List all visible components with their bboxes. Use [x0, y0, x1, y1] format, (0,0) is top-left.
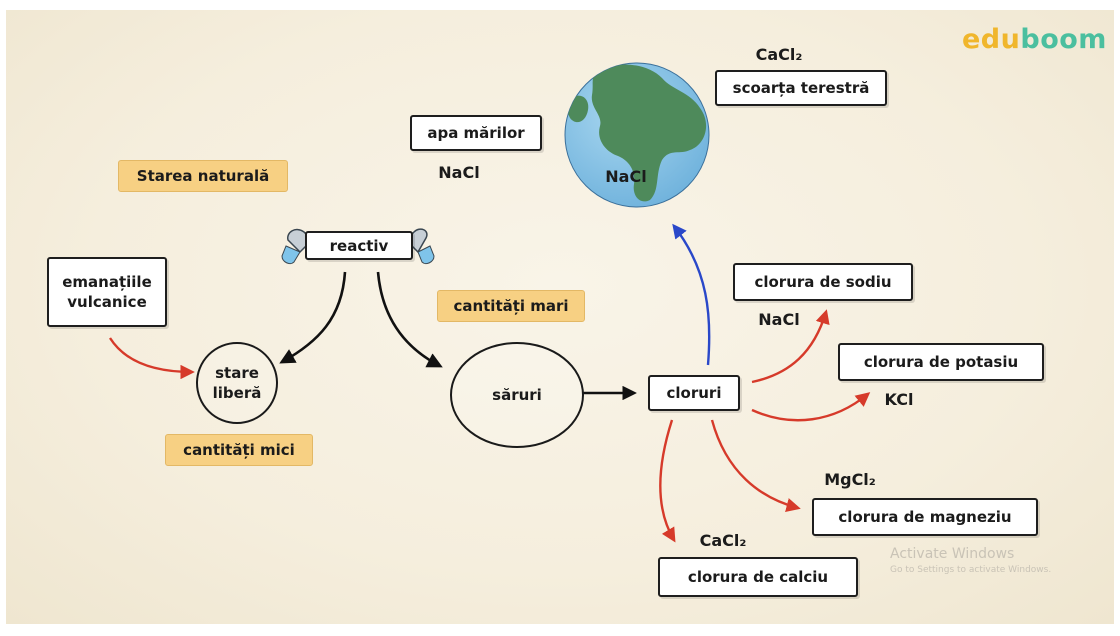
test-tube-icon — [281, 228, 435, 265]
arrow-reactiv-to-stare — [279, 271, 347, 364]
logo-part-boom: boom — [1020, 24, 1107, 55]
formula-cacl2-calcium: CaCl₂ — [699, 530, 747, 550]
box-reactiv: reactiv — [305, 231, 413, 260]
circle-saruri: săruri — [450, 342, 584, 448]
box-cloruri: cloruri — [648, 375, 740, 411]
saruri-label: săruri — [492, 385, 542, 404]
arrow-cloruri-to-calciu — [659, 419, 676, 543]
arrow-cloruri-to-sodiu — [751, 309, 830, 384]
box-clorura-de-sodiu: clorura de sodiu — [733, 263, 913, 301]
watermark-line2: Go to Settings to activate Windows. — [890, 565, 1052, 575]
box-scoarta-terestra: scoarța terestră — [715, 70, 887, 106]
eduboom-logo: eduboom — [962, 24, 1107, 55]
title-tag-starea-naturala: Starea naturală — [118, 160, 288, 192]
box-emanatii-vulcanice: emanațiile vulcanice — [47, 257, 167, 327]
arrow-cloruri-to-globe — [672, 223, 711, 366]
formula-cacl2-crust: CaCl₂ — [755, 44, 803, 64]
logo-part-edu: edu — [962, 24, 1021, 55]
stare-libera-label: stare liberă — [212, 363, 262, 402]
formula-kcl: KCl — [884, 389, 914, 409]
formula-mgcl2: MgCl₂ — [824, 469, 876, 489]
tag-cantitati-mari: cantități mari — [437, 290, 585, 322]
formula-nacl-sea: NaCl — [438, 162, 480, 182]
activate-windows-watermark: Activate Windows Go to Settings to activ… — [890, 546, 1051, 575]
watermark-line1: Activate Windows — [890, 546, 1015, 562]
box-apa-marilor: apa mărilor — [410, 115, 542, 151]
box-clorura-de-potasiu: clorura de potasiu — [838, 343, 1044, 381]
formula-nacl-globe: NaCl — [605, 166, 647, 186]
tag-cantitati-mici: cantități mici — [165, 434, 313, 466]
circle-stare-libera: stare liberă — [196, 342, 278, 424]
earth-globe — [564, 62, 710, 208]
box-clorura-de-magneziu: clorura de magneziu — [812, 498, 1038, 536]
arrow-cloruri-to-potasiu — [751, 392, 871, 422]
formula-nacl-sodium: NaCl — [758, 309, 800, 329]
arrow-cloruri-to-magneziu — [710, 419, 801, 513]
arrow-reactiv-to-saruri — [376, 271, 443, 368]
box-clorura-de-calciu: clorura de calciu — [658, 557, 858, 597]
arrow-emanatii-to-stare — [108, 337, 195, 380]
